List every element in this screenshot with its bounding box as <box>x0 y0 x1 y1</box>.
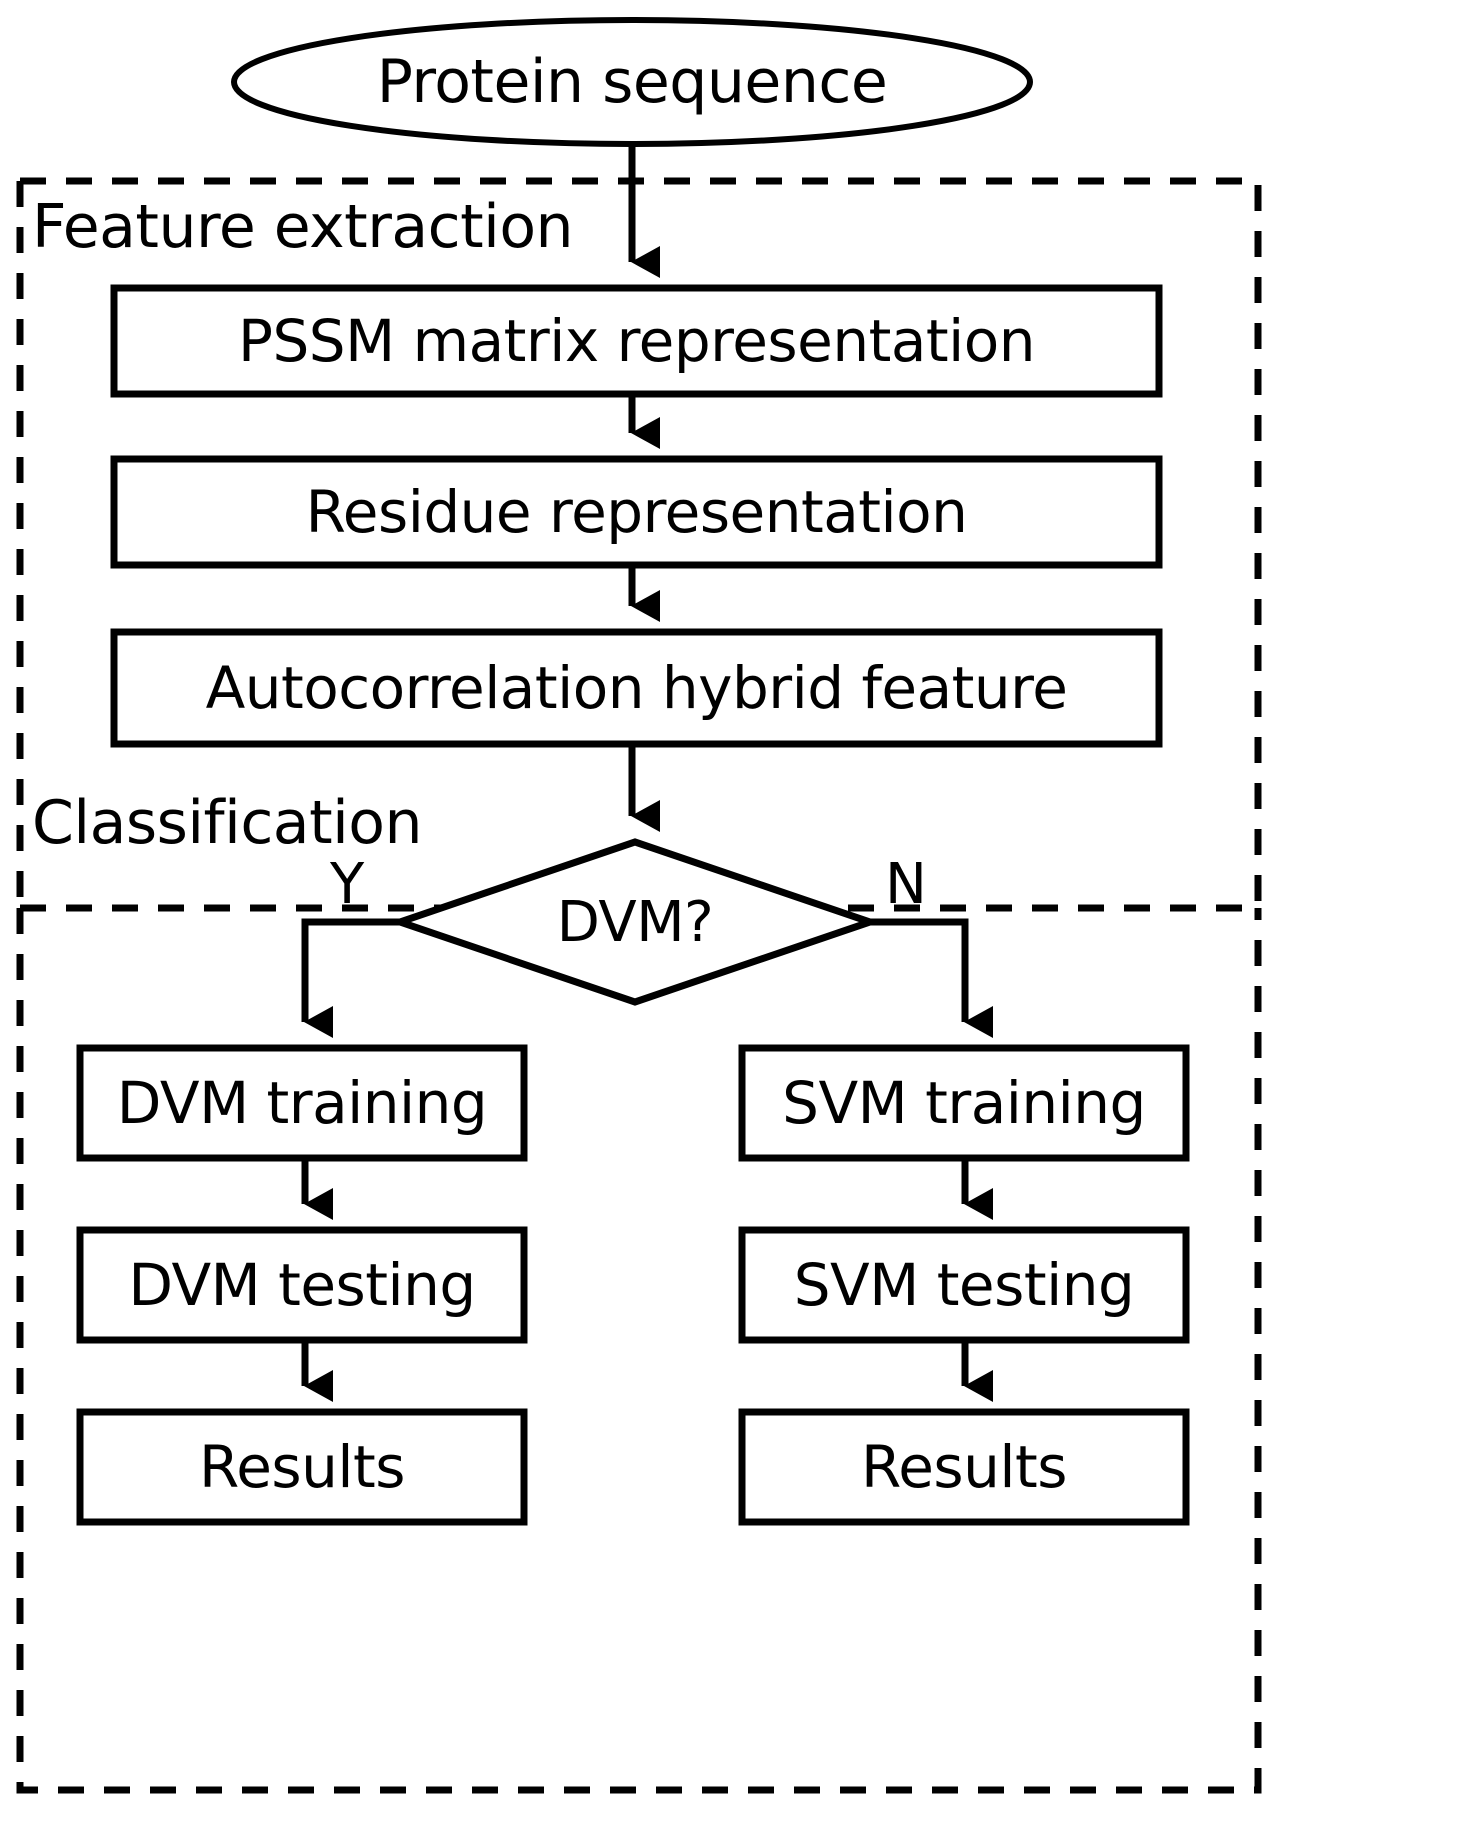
dvm-results-box-label: Results <box>199 1433 405 1501</box>
autocorrelation-box-label: Autocorrelation hybrid feature <box>205 654 1068 722</box>
dvm-testing-box-label: DVM testing <box>128 1251 476 1319</box>
svm-training-box-label: SVM training <box>782 1069 1146 1137</box>
dvm-decision-label: DVM? <box>556 889 714 955</box>
svm-results-box-label: Results <box>861 1433 1067 1501</box>
pssm-box-label: PSSM matrix representation <box>238 307 1035 375</box>
branch-label-yes: Y <box>330 852 365 917</box>
classification-section-title: Classification <box>32 788 423 858</box>
branch-label-no: N <box>885 852 927 917</box>
classification-dashed-frame <box>16 908 1262 1794</box>
protein-sequence-terminator-label: Protein sequence <box>376 47 888 117</box>
dvm-training-box-label: DVM training <box>116 1069 488 1137</box>
connector-decision-no-to-svm-training <box>870 918 993 1038</box>
connector-decision-yes-to-dvm-training <box>301 918 400 1038</box>
feature-extraction-section-title: Feature extraction <box>32 192 574 262</box>
svm-testing-box-label: SVM testing <box>793 1251 1135 1319</box>
residue-box-label: Residue representation <box>305 478 968 546</box>
